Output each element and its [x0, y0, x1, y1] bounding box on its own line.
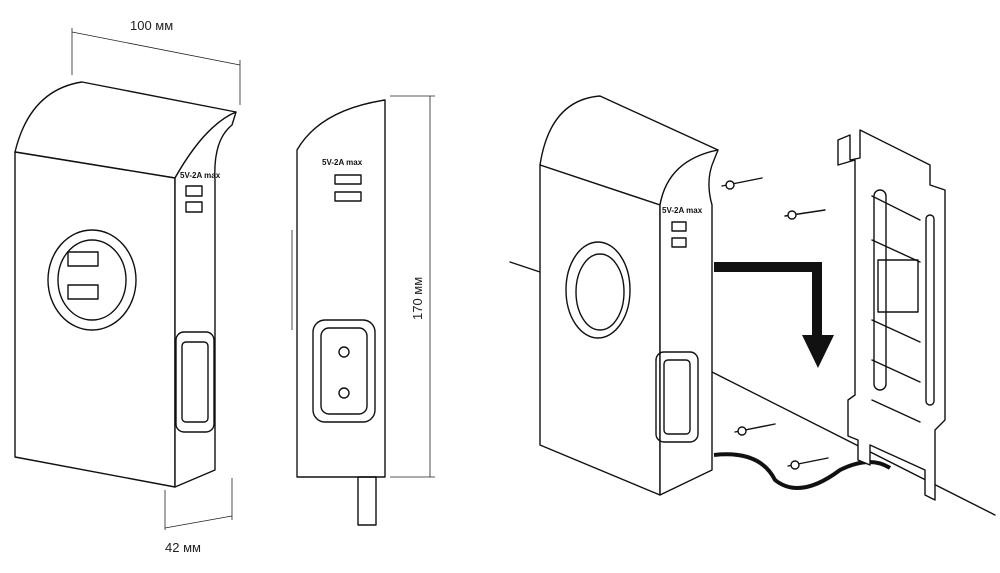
- usb-port: [185, 185, 203, 197]
- installation-view: 5V-2A max: [509, 95, 996, 516]
- mounting-bracket: [837, 129, 946, 501]
- usb-port: [334, 191, 362, 202]
- socket-contact: [67, 251, 99, 267]
- power-socket-inner: [57, 239, 127, 321]
- cable-outlet-inner: [181, 341, 209, 423]
- usb-port: [671, 237, 687, 248]
- power-socket-inner: [575, 253, 625, 331]
- usb-port: [671, 221, 687, 232]
- screw-icon: [734, 423, 776, 436]
- power-socket: [565, 241, 631, 339]
- screw-hole: [338, 346, 350, 358]
- usb-port: [334, 174, 362, 185]
- screw-icon: [784, 209, 826, 220]
- device-side: [174, 111, 237, 488]
- power-socket: [47, 229, 137, 331]
- cable-outlet-inner: [320, 327, 368, 415]
- wall-line: [509, 261, 541, 273]
- cable: [357, 476, 377, 526]
- usb-port: [185, 201, 203, 213]
- height-dimension-label: 170 мм: [410, 277, 425, 320]
- cable-outlet: [312, 319, 376, 423]
- arrow-icon: [714, 262, 834, 368]
- cable-outlet: [175, 331, 215, 433]
- socket-contact: [67, 284, 99, 300]
- front-view: 100 мм 5V-2A max 42 мм: [14, 18, 241, 555]
- side-view: 5V-2A max 170 мм: [291, 95, 435, 526]
- cable-outlet-inner: [663, 359, 691, 435]
- device-side-view: [296, 99, 386, 478]
- usb-label: 5V-2A max: [322, 158, 363, 167]
- width-dimension-label: 100 мм: [130, 18, 173, 33]
- screw-icon: [721, 177, 763, 190]
- wall-line: [711, 371, 996, 516]
- device-side: [659, 149, 719, 496]
- depth-dimension-line: [164, 515, 233, 529]
- usb-label: 5V-2A max: [180, 171, 221, 180]
- usb-label: 5V-2A max: [662, 206, 703, 215]
- depth-dimension-label: 42 мм: [165, 540, 201, 555]
- screw-hole: [338, 387, 350, 399]
- width-dimension-line: [71, 31, 241, 66]
- screw-icon: [787, 457, 829, 470]
- cable-outlet: [655, 351, 699, 443]
